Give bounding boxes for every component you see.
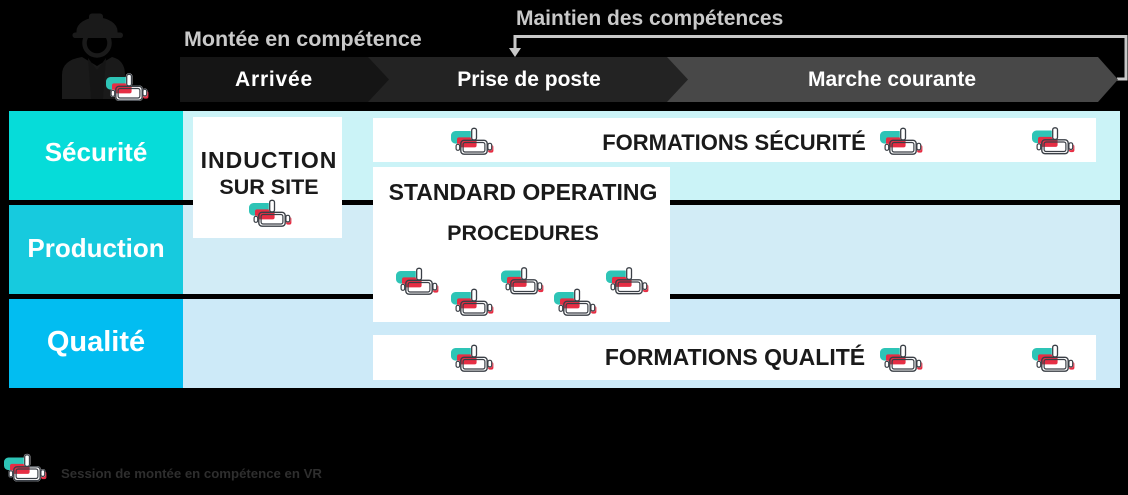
svg-text:Session de montée en compétenc: Session de montée en compétence en VR (61, 466, 322, 481)
svg-text:SUR SITE: SUR SITE (219, 175, 318, 199)
svg-text:Production: Production (27, 233, 164, 263)
svg-text:Montée en compétence: Montée en compétence (184, 27, 422, 51)
svg-text:Maintien des compétences: Maintien des compétences (516, 7, 783, 30)
svg-text:Arrivée: Arrivée (235, 68, 313, 91)
svg-text:FORMATIONS QUALITÉ: FORMATIONS QUALITÉ (605, 343, 865, 370)
svg-text:Sécurité: Sécurité (45, 137, 148, 167)
svg-text:Qualité: Qualité (47, 326, 145, 358)
svg-text:PROCEDURES: PROCEDURES (447, 221, 599, 245)
svg-text:INDUCTION: INDUCTION (201, 147, 338, 173)
svg-text:Prise de poste: Prise de poste (457, 68, 601, 91)
svg-text:STANDARD OPERATING: STANDARD OPERATING (389, 179, 658, 205)
svg-text:Marche courante: Marche courante (808, 68, 976, 91)
svg-text:FORMATIONS SÉCURITÉ: FORMATIONS SÉCURITÉ (602, 130, 866, 155)
